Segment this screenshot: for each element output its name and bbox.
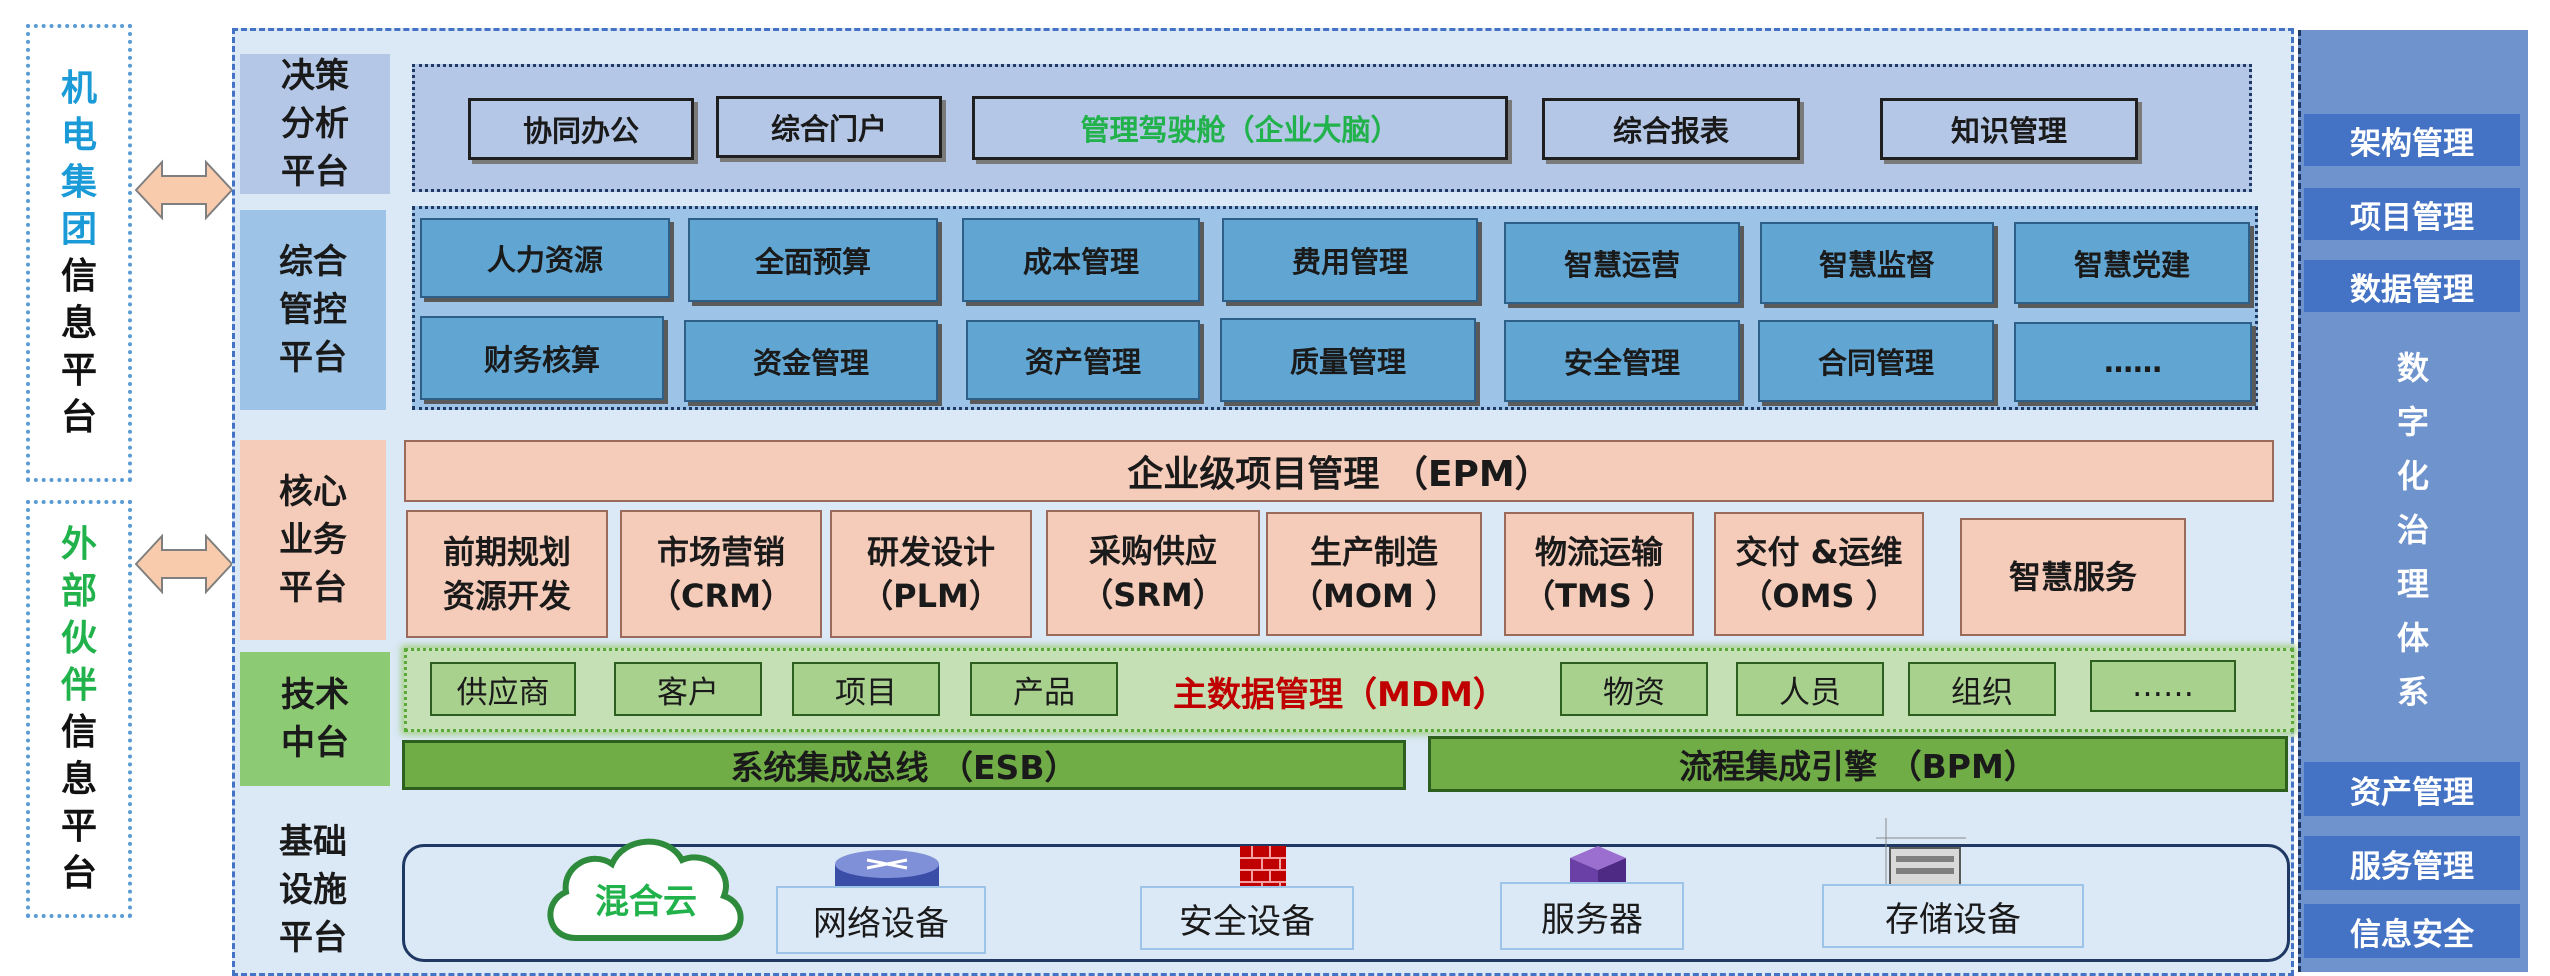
app-box[interactable]: 综合报表 — [1542, 98, 1800, 160]
core-module-box[interactable]: 物流运输（TMS ） — [1504, 512, 1694, 636]
device-label: 服务器 — [1500, 882, 1684, 950]
governance-button[interactable]: 数据管理 — [2304, 260, 2520, 312]
module-box[interactable]: 智慧党建 — [2014, 222, 2250, 304]
epm-bar[interactable]: 企业级项目管理 （EPM） — [404, 440, 2274, 502]
partner-info-platform-panel: 外 部 伙 伴 信 息 平 台 — [26, 500, 132, 918]
left-bottom-char: 息 — [60, 759, 97, 800]
core-module-box[interactable]: 智慧服务 — [1960, 518, 2186, 636]
core-module-box[interactable]: 生产制造（MOM ） — [1266, 512, 1482, 636]
app-box[interactable]: 协同办公 — [468, 98, 694, 160]
core-module-box[interactable]: 市场营销（CRM） — [620, 510, 822, 638]
left-bottom-char: 外 — [60, 524, 97, 565]
layer-label-integrated: 综合 管控 平台 — [240, 210, 386, 410]
module-box[interactable]: 智慧监督 — [1760, 222, 1994, 304]
hybrid-cloud-label: 混合云 — [595, 881, 697, 922]
left-top-char: 信 — [60, 256, 97, 297]
device-label: 安全设备 — [1140, 886, 1354, 950]
module-box[interactable]: 智慧运营 — [1504, 222, 1740, 304]
module-box[interactable]: …… — [2014, 322, 2252, 402]
esb-bar[interactable]: 系统集成总线 （ESB） — [402, 740, 1406, 790]
left-bottom-char: 部 — [60, 571, 97, 612]
bpm-bar[interactable]: 流程集成引擎 （BPM） — [1428, 736, 2288, 792]
layer-label-tech: 技术 中台 — [240, 652, 390, 786]
core-module-box[interactable]: 采购供应（SRM） — [1046, 510, 1260, 636]
double-arrow-icon — [134, 159, 234, 221]
mdm-title: 主数据管理（MDM） — [1173, 674, 1507, 715]
governance-button[interactable]: 项目管理 — [2304, 188, 2520, 240]
module-box[interactable]: 质量管理 — [1220, 318, 1476, 402]
mdm-item[interactable]: 物资 — [1560, 662, 1708, 716]
core-module-box[interactable]: 前期规划资源开发 — [406, 510, 608, 638]
mdm-item[interactable]: 项目 — [792, 662, 940, 716]
app-box[interactable]: 管理驾驶舱（企业大脑） — [972, 96, 1508, 160]
layer-label-infra: 基础 设施 平台 — [240, 820, 386, 960]
module-box[interactable]: 安全管理 — [1504, 320, 1740, 402]
core-module-box[interactable]: 研发设计（PLM） — [830, 510, 1032, 638]
storage-icon — [1876, 818, 1966, 894]
left-top-char: 息 — [60, 303, 97, 344]
mdm-item[interactable]: 客户 — [614, 662, 762, 716]
module-box[interactable]: 成本管理 — [962, 218, 1200, 302]
governance-button[interactable]: 服务管理 — [2304, 836, 2520, 890]
double-arrow-icon — [134, 533, 234, 595]
module-box[interactable]: 人力资源 — [420, 218, 670, 298]
hybrid-cloud-icon — [547, 838, 744, 941]
app-box[interactable]: 综合门户 — [716, 96, 942, 158]
left-top-char: 平 — [60, 350, 97, 391]
module-box[interactable]: 资产管理 — [966, 320, 1200, 400]
left-top-char: 电 — [60, 115, 97, 156]
mdm-item[interactable]: 人员 — [1736, 662, 1884, 716]
group-info-platform-panel: 机 电 集 团 信 息 平 台 — [26, 24, 132, 482]
mdm-item[interactable]: 组织 — [1908, 662, 2056, 716]
mdm-item[interactable]: …… — [2090, 660, 2236, 712]
left-bottom-char: 伴 — [60, 665, 97, 706]
module-box[interactable]: 全面预算 — [688, 218, 938, 302]
mdm-item[interactable]: 供应商 — [430, 662, 576, 716]
left-bottom-char: 信 — [60, 712, 97, 753]
device-label: 存储设备 — [1822, 884, 2084, 948]
module-box[interactable]: 费用管理 — [1222, 218, 1478, 302]
left-top-char: 机 — [60, 68, 97, 109]
left-top-char: 团 — [60, 209, 97, 250]
digital-governance-title: 数 字 化 治 理 体 系 — [2396, 349, 2429, 711]
mdm-item[interactable]: 产品 — [970, 662, 1118, 716]
module-box[interactable]: 资金管理 — [684, 320, 938, 402]
left-top-char: 集 — [60, 162, 97, 203]
layer-label-decision: 决策 分析 平台 — [240, 54, 390, 194]
left-bottom-char: 平 — [60, 806, 97, 847]
left-bottom-char: 台 — [60, 853, 97, 894]
core-module-box[interactable]: 交付 &运维（OMS ） — [1714, 512, 1924, 636]
app-box[interactable]: 知识管理 — [1880, 98, 2138, 160]
governance-button[interactable]: 资产管理 — [2304, 762, 2520, 816]
left-top-char: 台 — [60, 397, 97, 438]
device-label: 网络设备 — [776, 886, 986, 954]
governance-button[interactable]: 架构管理 — [2304, 114, 2520, 166]
module-box[interactable]: 财务核算 — [420, 316, 664, 400]
governance-button[interactable]: 信息安全 — [2304, 904, 2520, 958]
layer-label-core: 核心 业务 平台 — [240, 440, 386, 640]
module-box[interactable]: 合同管理 — [1758, 320, 1994, 402]
left-bottom-char: 伙 — [60, 618, 97, 659]
